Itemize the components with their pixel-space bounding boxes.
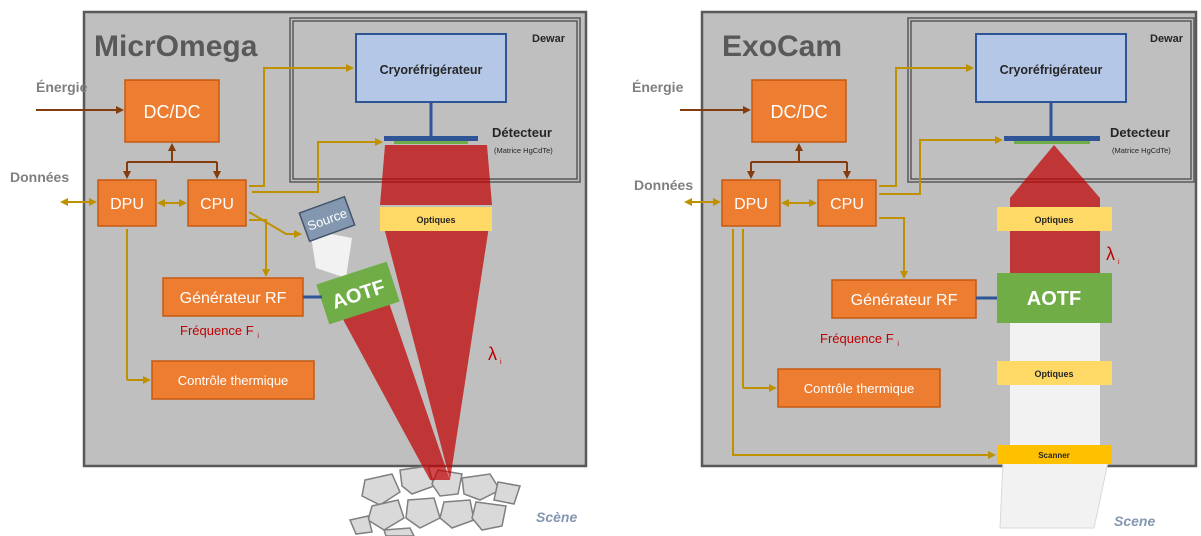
aotf-beam [326, 288, 450, 480]
cpu-to-rf-right [879, 217, 908, 279]
optics-box [380, 207, 492, 231]
dpu-label: DPU [110, 196, 144, 213]
light-column [1010, 320, 1100, 462]
frequency-label: Fréquence F i [180, 323, 259, 340]
cpu-box [187, 179, 247, 227]
optics-beam [382, 220, 490, 480]
matrix-label-right: (Matrice HgCdTe) [1112, 146, 1171, 155]
optics-label: Optiques [416, 215, 455, 225]
cpu-to-cryo-right [879, 64, 974, 187]
rf-generator-box [162, 277, 304, 317]
dcdc-label: DC/DC [144, 102, 201, 122]
dpu-label-right: DPU [734, 196, 768, 213]
thermal-control-label: Contrôle thermique [178, 373, 289, 388]
cpu-to-detector [252, 138, 383, 193]
detector-bar [384, 136, 478, 141]
dpu-to-scanner [732, 229, 996, 459]
dcdc-box-right [751, 79, 847, 143]
cpu-to-detector-right [879, 136, 1003, 195]
aotf-box: AOTF [316, 261, 400, 325]
dpu-box-right [721, 179, 781, 227]
scanner-box [997, 445, 1112, 464]
cryo-label-right: Cryoréfrigérateur [1000, 63, 1103, 77]
dcdc-label-right: DC/DC [771, 102, 828, 122]
rf-generator-label-right: Générateur RF [851, 292, 958, 309]
dewar-label-right: Dewar [1150, 33, 1184, 45]
detector-label: Détecteur [492, 125, 552, 140]
aotf-box-right [997, 273, 1112, 323]
scene-rocks [348, 465, 521, 536]
energy-label: Énergie [36, 79, 88, 95]
cryo-box [355, 33, 507, 103]
optics-top-box [997, 207, 1112, 231]
cpu-to-rf [249, 219, 270, 277]
cpu-label-right: CPU [830, 196, 864, 213]
micromega-diagram: MicrOmega Dewar Cryoréfrigérateur [10, 10, 588, 536]
detector-sensor [394, 141, 468, 144]
scene-label-right: Scene [1114, 513, 1155, 529]
optics-top-label: Optiques [1034, 215, 1073, 225]
detector-bar-right [1004, 136, 1100, 141]
micromega-title: MicrOmega [94, 30, 258, 63]
frequency-label-right: Fréquence F i [820, 331, 899, 348]
cpu-box-right [817, 179, 877, 227]
dcdc-box [124, 79, 220, 143]
scene-label: Scène [536, 509, 577, 525]
source-box: Source [298, 195, 356, 243]
cpu-to-cryo [249, 64, 354, 187]
matrix-label: (Matrice HgCdTe) [494, 146, 553, 155]
optics-bottom-label: Optiques [1034, 369, 1073, 379]
data-label-right: Données [634, 177, 693, 193]
energy-label-right: Énergie [632, 79, 684, 95]
thermal-control-box-right [777, 368, 941, 408]
detector-label-right: Detecteur [1110, 125, 1170, 140]
cryo-label: Cryoréfrigérateur [380, 63, 483, 77]
aotf-label-right: AOTF [1027, 288, 1081, 310]
thermal-control-box [151, 360, 315, 400]
dewar-label: Dewar [532, 33, 566, 45]
exocam-title: ExoCam [722, 30, 842, 63]
scanner-label: Scanner [1038, 451, 1070, 460]
data-label: Données [10, 169, 69, 185]
dpu-box [97, 179, 157, 227]
rf-generator-label: Générateur RF [180, 290, 287, 307]
exocam-diagram: ExoCam Dewar Cryoréfrigérateur Detecteur… [632, 10, 1198, 529]
cpu-label: CPU [200, 196, 234, 213]
scene-column [999, 461, 1109, 529]
optics-bottom-box [997, 361, 1112, 385]
detector-sensor-right [1014, 141, 1090, 144]
source-beam [310, 230, 352, 278]
detector-beam [380, 145, 492, 205]
thermal-control-label-right: Contrôle thermique [804, 381, 915, 396]
